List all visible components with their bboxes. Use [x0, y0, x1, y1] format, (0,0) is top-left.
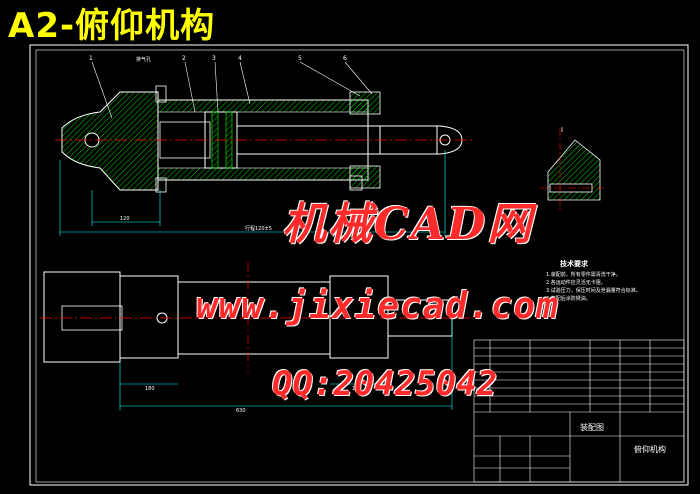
front-gland-top — [349, 91, 381, 115]
page-title: A2-俯仰机构 — [8, 6, 216, 46]
tech-req-3: 3.试验压力，保压时间及泄漏量符合标准。 — [546, 287, 641, 294]
section-dimensions — [59, 150, 446, 236]
dim-stroke-label: 行程120±5 — [245, 225, 272, 232]
dim-100-label: 100 — [352, 386, 362, 392]
tech-req-4: 4.装配后涂防锈油。 — [546, 295, 591, 302]
callout-1: 1 — [89, 55, 93, 62]
dim-24-label: 24 — [452, 296, 458, 302]
title-block — [473, 339, 685, 483]
exhaust-port — [155, 85, 167, 103]
exhaust-label: 排气孔 — [136, 56, 151, 63]
detail-view — [540, 128, 606, 210]
callout-2: 2 — [182, 55, 186, 62]
top-rear-flange — [119, 275, 179, 359]
callout-3: 3 — [212, 55, 216, 62]
callout-4: 4 — [238, 55, 242, 62]
dim-120-label: 120 — [120, 216, 130, 222]
detail-section-mark: I — [561, 126, 563, 134]
tech-req-title: 技术要求 — [560, 259, 589, 268]
front-gland-bottom — [349, 165, 381, 189]
barrel-bottom-wall — [157, 167, 369, 181]
tech-req-2: 2.各运动件应灵活无卡阻。 — [546, 279, 606, 286]
top-rear-block — [43, 271, 121, 363]
oil-port-rear — [155, 177, 167, 193]
callout-leaders — [91, 61, 373, 119]
callout-5: 5 — [298, 55, 302, 62]
barrel-top-wall — [157, 99, 369, 113]
assembly-drawing-label: 装配图 — [580, 422, 604, 432]
top-view — [40, 262, 470, 410]
sheet-inner-border — [35, 49, 685, 483]
callout-6: 6 — [343, 55, 347, 62]
part-name-label: 俯仰机构 — [634, 444, 666, 454]
watermark-url: www.jixiecad.com — [196, 286, 559, 327]
oil-port-front — [349, 175, 363, 191]
dim-180-label: 180 — [145, 386, 155, 392]
watermark-qq: QQ:20425042 — [272, 364, 498, 404]
tech-req-1: 1.装配前，所有零件需清洗干净。 — [546, 271, 621, 278]
sheet-border — [29, 44, 689, 486]
section-view — [55, 61, 475, 236]
watermark-site-name: 机械CAD网 — [282, 199, 534, 250]
dim-630-label: 630 — [236, 408, 246, 414]
rear-eye-body — [61, 91, 159, 191]
top-dimensions — [119, 300, 453, 410]
